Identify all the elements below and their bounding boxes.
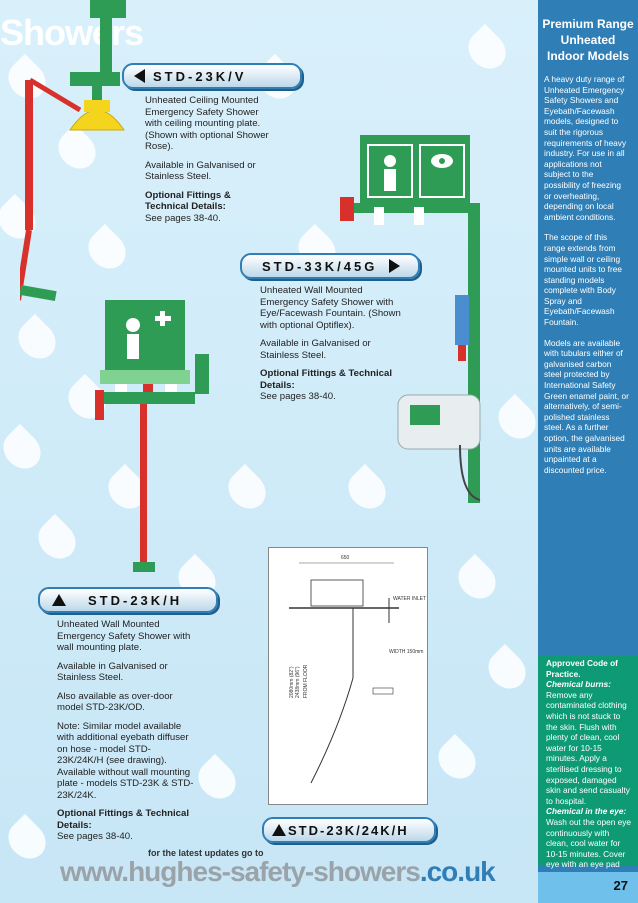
sidebar-para1: A heavy duty range of Unheated Emergency… — [544, 74, 627, 222]
desc-std33k45g: Unheated Wall Mounted Emergency Safety S… — [260, 285, 402, 403]
footer-note: for the latest updates go to — [148, 848, 264, 858]
arrow-left-icon — [134, 69, 145, 83]
code-title: Approved Code of Practice. — [546, 658, 618, 679]
label-std23kh-text: STD-23K/H — [88, 592, 183, 608]
footer-url-tld: .co.uk — [419, 856, 496, 887]
label-std23kv-text: STD-23K/V — [153, 68, 247, 84]
desc-std23kh-fittings: Optional Fittings & Technical Details: — [57, 808, 190, 831]
sidebar: Premium Range Unheated Indoor Models A h… — [538, 0, 638, 903]
sidebar-heading: Premium Range Unheated Indoor Models — [538, 0, 638, 64]
technical-drawing: 650 WATER INLET WIDTH 150mm 2080mm (82")… — [268, 547, 428, 805]
label-std23k24kh: STD-23K/24K/H — [262, 817, 436, 843]
desc-std23kh: Unheated Wall Mounted Emergency Safety S… — [57, 619, 197, 843]
arrow-up-icon — [272, 824, 286, 836]
desc-std23kv-fittings: Optional Fittings & Technical Details: — [145, 189, 231, 213]
wall-shower-image — [95, 300, 209, 572]
arrow-right-icon — [389, 259, 401, 273]
from-floor-label: FROM FLOOR — [303, 664, 309, 698]
ceiling-shower-image — [20, 0, 126, 302]
arrow-up-icon — [52, 594, 66, 606]
water-inlet-label: WATER INLET — [393, 596, 426, 602]
desc-std23kh-pages: See pages 38-40. — [57, 831, 133, 842]
page-title: Showers — [0, 12, 144, 53]
sidebar-code-box: Approved Code of Practice. Chemical burn… — [538, 656, 638, 890]
height-label-2: 2438mm (96") — [295, 666, 301, 698]
desc-std23kv: Unheated Ceiling Mounted Emergency Safet… — [145, 95, 275, 224]
footer-url[interactable]: www.hughes-safety-showers.co.uk — [60, 856, 496, 888]
sidebar-heading-line3: Indoor Models — [547, 49, 629, 63]
label-std23kv: STD-23K/V — [122, 63, 302, 89]
desc-std23kh-line4: Note: Similar model available with addit… — [57, 720, 194, 801]
chem-eye-title: Chemical in the eye: — [546, 806, 627, 817]
desc-std23kh-line2: Available in Galvanised or Stainless Ste… — [57, 660, 168, 684]
label-std23kh: STD-23K/H — [38, 587, 218, 613]
page-number-bar: 27 — [538, 872, 638, 903]
height-label-1: 2080mm (82") — [289, 666, 295, 698]
label-std33k45g: STD-33K/45G — [240, 253, 420, 279]
sidebar-heading-line2: Unheated — [560, 33, 616, 47]
footer-url-main: www.hughes-safety-showers — [60, 856, 421, 887]
desc-std33k45g-line2: Available in Galvanised or Stainless Ste… — [260, 338, 371, 361]
desc-std33k45g-fittings: Optional Fittings & Technical Details: — [260, 368, 393, 391]
desc-std23kh-line1: Unheated Wall Mounted Emergency Safety S… — [57, 619, 191, 653]
desc-std23kv-line2: Available in Galvanised or Stainless Ste… — [145, 159, 256, 183]
desc-std33k45g-pages: See pages 38-40. — [260, 391, 336, 402]
sidebar-para3: Models are available with tubulars eithe… — [544, 337, 629, 475]
dim-top-label: 650 — [341, 555, 350, 561]
wall-shower-eyebath-image — [340, 135, 481, 503]
desc-std23kv-pages: See pages 38-40. — [145, 212, 221, 224]
desc-std23kv-line1: Unheated Ceiling Mounted Emergency Safet… — [145, 95, 269, 152]
label-std23k24kh-text: STD-23K/24K/H — [288, 822, 409, 838]
chem-burns-text: Remove any contaminated clothing which i… — [546, 689, 630, 806]
chem-burns-title: Chemical burns: — [546, 679, 612, 690]
sidebar-para2: The scope of this range extends from sim… — [544, 232, 622, 328]
width-label: WIDTH 150mm — [389, 649, 423, 655]
label-std33k45g-text: STD-33K/45G — [262, 258, 378, 274]
page-number: 27 — [613, 878, 628, 893]
desc-std33k45g-line1: Unheated Wall Mounted Emergency Safety S… — [260, 285, 401, 331]
sidebar-heading-line1: Premium Range — [542, 17, 634, 31]
desc-std23kh-line3: Also available as over-door model STD-23… — [57, 690, 173, 714]
technical-drawing-svg: 650 WATER INLET WIDTH 150mm 2080mm (82")… — [289, 555, 426, 784]
